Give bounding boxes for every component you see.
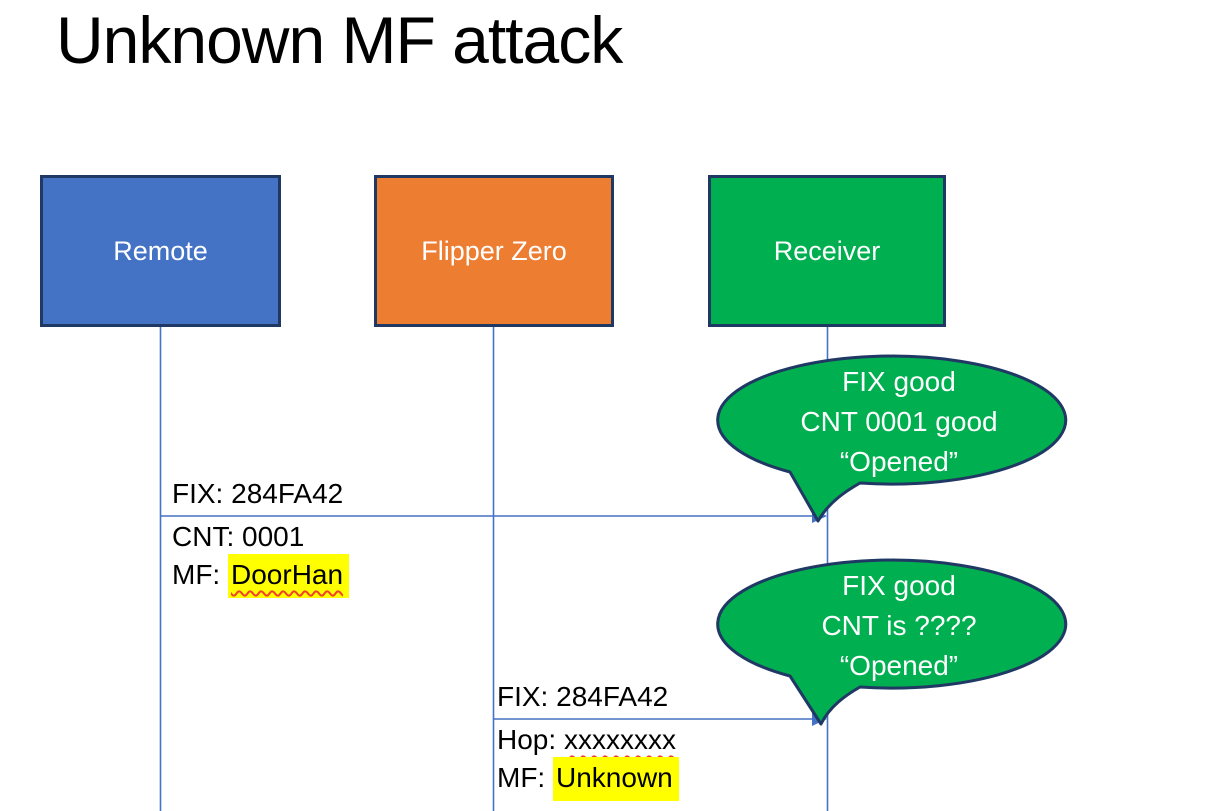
page-title: Unknown MF attack — [56, 3, 623, 77]
actor-label-flipper-zero: Flipper Zero — [421, 235, 567, 266]
msg2-mf-label: MF: Unknown — [497, 757, 679, 801]
speech-bubble-2-text: FIX good CNT is ???? “Opened” — [821, 570, 977, 681]
actor-label-remote: Remote — [113, 235, 208, 266]
msg2-hop-label: Hop: xxxxxxxx — [497, 724, 676, 755]
msg1-cnt-label: CNT: 0001 — [172, 521, 305, 552]
actor-box-remote: Remote — [40, 175, 281, 327]
actor-box-flipper-zero: Flipper Zero — [374, 175, 614, 327]
speech-bubble-1-text: FIX good CNT 0001 good “Opened” — [800, 366, 998, 477]
highlighted-value-unknown: Unknown — [553, 757, 679, 801]
actor-box-receiver: Receiver — [708, 175, 946, 327]
speech-bubble-1 — [716, 354, 1068, 523]
speech-bubble-2 — [716, 558, 1068, 726]
squiggle-value-hop: xxxxxxxx — [563, 724, 676, 755]
msg1-fix-label: FIX: 284FA42 — [172, 478, 344, 509]
msg1-mf-label: MF: DoorHan — [172, 554, 350, 598]
msg2-fix-label: FIX: 284FA42 — [497, 681, 669, 712]
actor-label-receiver: Receiver — [773, 235, 881, 266]
highlighted-value-doorhan: DoorHan — [228, 554, 350, 598]
